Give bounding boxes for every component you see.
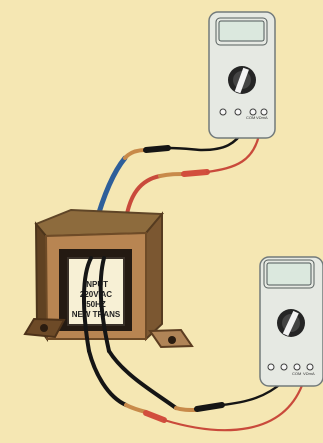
top-multimeter: COM VΩmA	[209, 12, 275, 138]
right-mounting-hole	[168, 336, 176, 344]
bottom-meter-vohm-label: VΩmA	[303, 371, 315, 376]
bottom-meter-com-label: COM	[292, 371, 301, 376]
transformer-label-line-1: INPUT	[84, 280, 108, 289]
lower-black-probe	[197, 405, 222, 409]
left-mounting-hole	[40, 324, 48, 332]
lower-black-lead-contact	[176, 408, 196, 410]
top-meter-com-label: COM	[246, 115, 255, 120]
upper-red-probe	[184, 172, 207, 174]
bottom-multimeter: COM VΩmA	[260, 257, 323, 386]
upper-black-probe	[146, 148, 168, 150]
transformer-label-line-4: NEW TRANS	[72, 310, 121, 319]
top-meter-vohm-label: VΩmA	[256, 115, 268, 120]
upper-red-lead-contact	[160, 174, 184, 176]
